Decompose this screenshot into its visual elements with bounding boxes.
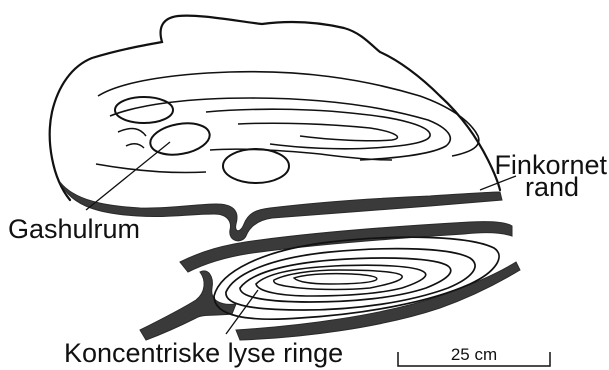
upper-contour-7 (96, 164, 206, 173)
vesicle-leader-line (86, 142, 170, 210)
upper-contour-3 (206, 109, 430, 149)
scale-label: 25 cm (451, 345, 497, 364)
vesicle-label: Gashulrum (8, 214, 140, 244)
upper-contour-5 (118, 129, 146, 148)
vesicle-2 (148, 119, 212, 159)
upper-contour-4 (238, 123, 397, 141)
upper-pillow-outline (50, 16, 500, 200)
upper-contour-1 (98, 72, 479, 156)
vesicle-1 (115, 97, 173, 123)
rings-label: Koncentriske lyse ringe (64, 338, 343, 368)
rim-label-line2: rand (525, 172, 579, 202)
upper-contour-6 (210, 149, 392, 160)
vesicle-3 (223, 149, 289, 183)
ring-6 (294, 274, 377, 284)
